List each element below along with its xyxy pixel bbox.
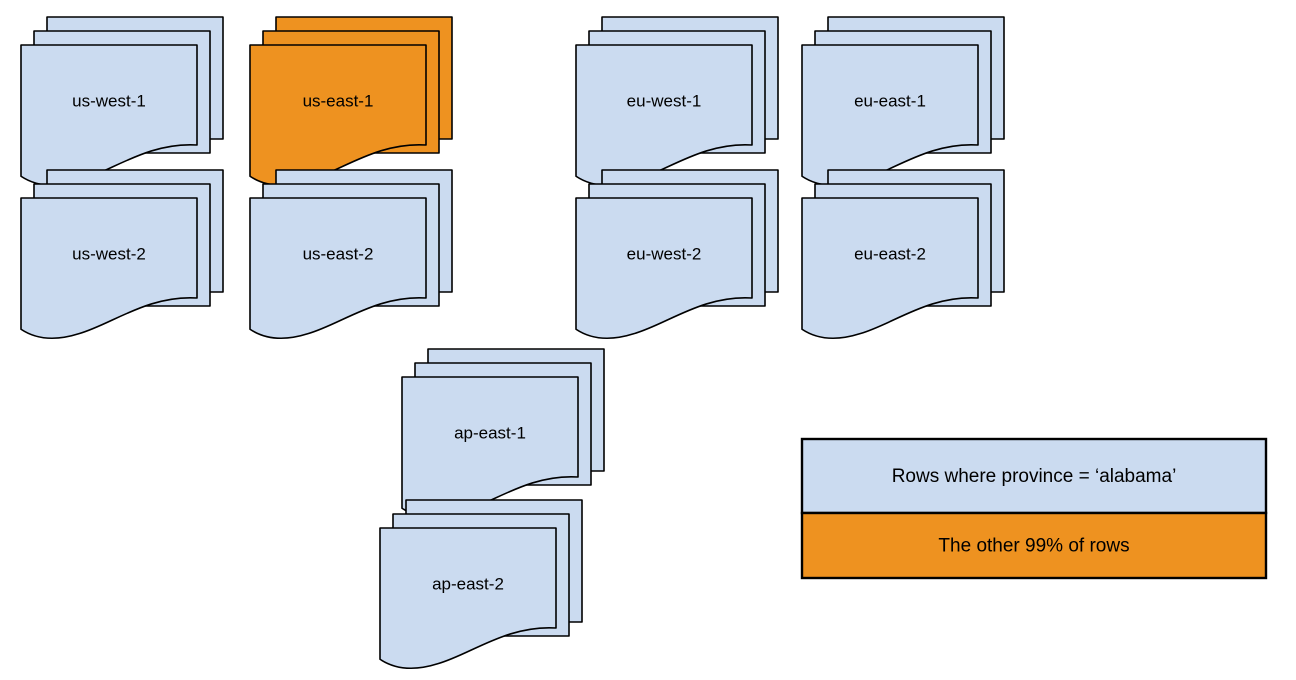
region-stack-eu-west-1[interactable]: eu-west-1 (575, 16, 779, 187)
legend-layer: Rows where province = ‘alabama’ The other… (800, 437, 1268, 580)
legend-swatch-orange (800, 511, 1268, 580)
region-stack-ap-east-2[interactable]: ap-east-2 (379, 499, 583, 670)
stack-front-sheet (20, 197, 198, 340)
stacks-layer: us-west-1 us-east-1 eu-west-1 eu-east-1 us-w… (20, 16, 1005, 670)
region-stack-label: eu-west-1 (627, 91, 702, 110)
region-stack-label: us-east-1 (303, 91, 374, 110)
stack-front-sheet (575, 197, 753, 340)
legend-label-orange: The other 99% of rows (938, 536, 1129, 557)
region-stack-us-west-2[interactable]: us-west-2 (20, 169, 224, 340)
stack-front-sheet (379, 527, 557, 670)
region-stack-us-west-1[interactable]: us-west-1 (20, 16, 224, 187)
stack-front-sheet (401, 376, 579, 519)
legend-label-blue: Rows where province = ‘alabama’ (892, 466, 1177, 487)
region-stack-label: eu-east-2 (854, 244, 926, 263)
stack-front-sheet (249, 44, 427, 187)
region-stack-eu-east-2[interactable]: eu-east-2 (801, 169, 1005, 340)
region-stack-label: eu-east-1 (854, 91, 926, 110)
region-stack-label: us-east-2 (303, 244, 374, 263)
region-stack-label: eu-west-2 (627, 244, 702, 263)
region-stack-us-east-2[interactable]: us-east-2 (249, 169, 453, 340)
region-stack-us-east-1[interactable]: us-east-1 (249, 16, 453, 187)
stack-front-sheet (575, 44, 753, 187)
region-stack-label: ap-east-2 (432, 574, 504, 593)
region-stack-label: us-west-1 (72, 91, 146, 110)
region-stack-label: us-west-2 (72, 244, 146, 263)
region-stack-ap-east-1[interactable]: ap-east-1 (401, 348, 605, 519)
region-stack-eu-east-1[interactable]: eu-east-1 (801, 16, 1005, 187)
stack-front-sheet (801, 197, 979, 340)
stack-front-sheet (801, 44, 979, 187)
region-stack-eu-west-2[interactable]: eu-west-2 (575, 169, 779, 340)
stack-front-sheet (249, 197, 427, 340)
legend-swatch-blue (800, 437, 1268, 515)
legend: Rows where province = ‘alabama’ The other… (800, 437, 1268, 580)
region-stack-label: ap-east-1 (454, 423, 526, 442)
stack-front-sheet (20, 44, 198, 187)
